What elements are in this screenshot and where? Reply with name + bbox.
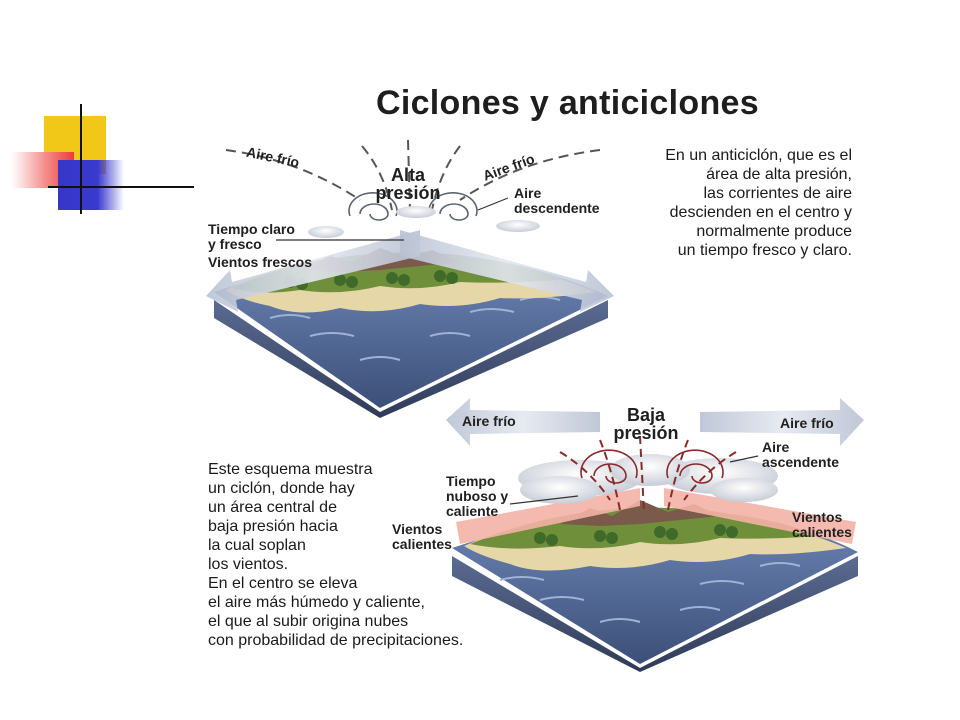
label-vientos-calientes-left: Vientos calientes: [392, 522, 452, 552]
description-line: normalmente produce: [696, 223, 852, 240]
description-line: En el centro se eleva: [208, 575, 358, 592]
label-tiempo-claro: Tiempo claro y fresco: [208, 222, 295, 252]
label-aire-descendente-line1: Aire: [514, 185, 542, 201]
cyclone-diagram: [446, 398, 864, 672]
label-aire-ascendente: Aire ascendente: [762, 440, 839, 470]
label-alta-presion-line1: Alta: [390, 165, 425, 185]
description-line: Este esquema muestra: [208, 461, 373, 478]
decor-vertical-line: [80, 104, 82, 214]
anticyclone-diagram: [206, 139, 614, 418]
decor-horizontal-line: [48, 186, 194, 188]
label-aire-frio-left-bottom: Aire frío: [462, 413, 516, 429]
description-line: un ciclón, donde hay: [208, 480, 355, 497]
description-line: descienden en el centro y: [669, 204, 852, 221]
label-baja-presion-line2: presión: [613, 423, 679, 443]
label-vientos-calientes-left-line2: calientes: [392, 536, 452, 552]
anticyclone-description: En un anticiclón, que es el área de alta…: [600, 146, 852, 260]
label-alta-presion-line2: presión: [375, 183, 441, 203]
description-line: un tiempo fresco y claro.: [677, 242, 852, 259]
label-baja-presion-line1: Baja: [626, 405, 666, 425]
description-line: con probabilidad de precipitaciones.: [208, 632, 464, 649]
label-aire-frio-right-bottom: Aire frío: [780, 415, 834, 431]
label-alta-presion: Alta presión: [366, 166, 450, 202]
label-baja-presion: Baja presión: [604, 406, 688, 442]
label-tiempo-claro-line2: y fresco: [208, 236, 262, 252]
label-aire-descendente-line2: descendente: [514, 200, 600, 216]
label-tiempo-nuboso: Tiempo nuboso y caliente: [446, 474, 508, 519]
label-vientos-calientes-right: Vientos calientes: [792, 510, 852, 540]
cyclone-description: Este esquema muestra un ciclón, donde ha…: [208, 460, 508, 650]
description-line: los vientos.: [208, 556, 289, 573]
description-line: el aire más húmedo y caliente,: [208, 594, 425, 611]
label-tiempo-nuboso-line1: Tiempo: [446, 473, 496, 489]
label-vientos-calientes-left-line1: Vientos: [392, 521, 443, 537]
description-line: En un anticiclón, que es el: [665, 147, 852, 164]
label-tiempo-nuboso-line3: caliente: [446, 503, 499, 519]
label-tiempo-nuboso-line2: nuboso y: [446, 488, 509, 504]
label-tiempo-claro-line1: Tiempo claro: [208, 221, 295, 237]
description-line: baja presión hacia: [208, 518, 338, 535]
description-line: un área central de: [208, 499, 337, 516]
page-title: Ciclones y anticiclones: [376, 84, 759, 122]
label-aire-ascendente-line2: ascendente: [762, 454, 840, 470]
label-aire-descendente: Aire descendente: [514, 186, 600, 216]
decor-blue-square: [58, 160, 124, 210]
description-line: el que al subir origina nubes: [208, 613, 409, 630]
label-vientos-frescos: Vientos frescos: [208, 254, 313, 270]
label-vientos-calientes-right-line2: calientes: [792, 524, 852, 540]
description-line: la cual soplan: [208, 537, 306, 554]
description-line: las corrientes de aire: [703, 185, 852, 202]
label-vientos-calientes-right-line1: Vientos: [792, 509, 843, 525]
label-aire-ascendente-line1: Aire: [762, 439, 790, 455]
description-line: área de alta presión,: [706, 166, 852, 183]
